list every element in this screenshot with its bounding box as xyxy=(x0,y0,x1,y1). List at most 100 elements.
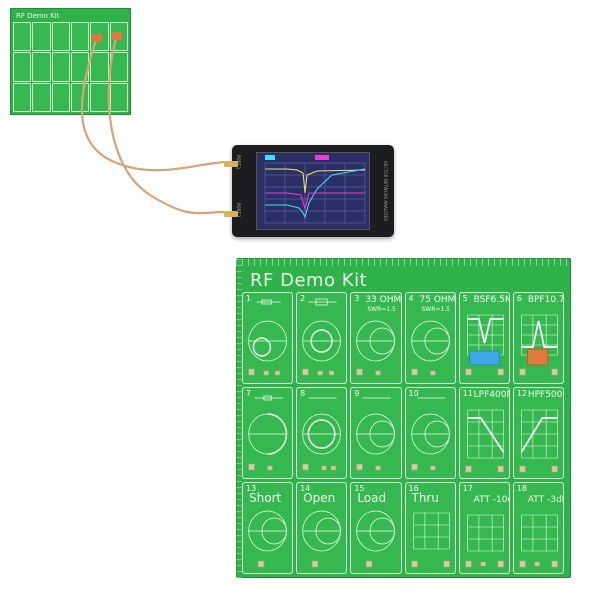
cell-number: 2 xyxy=(300,294,306,303)
cell-number: 17 xyxy=(462,484,473,493)
smith-chart-icon xyxy=(356,510,396,568)
cell-number: 4 xyxy=(408,294,414,303)
smith-chart-icon xyxy=(410,320,450,376)
cell-label: LPF400MHz xyxy=(473,390,509,400)
cell-6: 6 BPF10.7MHz xyxy=(512,292,564,384)
small-board-cell xyxy=(109,52,128,82)
cell-number: 1 xyxy=(246,294,252,303)
cell-7: 7 xyxy=(242,387,294,479)
cell-big-label: Load xyxy=(357,491,387,505)
cell-label: 75 OHM xyxy=(419,295,456,305)
smith-chart-icon xyxy=(248,395,288,471)
cell-number: 13 xyxy=(246,484,257,493)
cell-number: 5 xyxy=(462,294,468,303)
analyzer-screen xyxy=(256,152,370,230)
cell-12: 12 HPF500MHz xyxy=(512,387,564,479)
cell-number: 11 xyxy=(462,389,473,398)
cell-1: 1 xyxy=(242,292,294,384)
cell-14: 14 Open xyxy=(296,482,348,574)
device-side-label: VECTOR NETWORK ANALYZER xyxy=(383,160,388,222)
cell-4: 4 75 OHM SWR=1.5 xyxy=(404,292,456,384)
cell-label: BSF6.5MHz xyxy=(473,295,509,305)
small-board-cell xyxy=(109,82,128,112)
small-board-cell xyxy=(32,82,51,112)
cell-number: 9 xyxy=(354,389,360,398)
cell-number: 18 xyxy=(516,484,528,493)
cell-label: HPF500MHz xyxy=(527,390,563,400)
cell-number: 16 xyxy=(408,484,419,493)
cell-sub-label: SWR=1.5 xyxy=(421,306,450,313)
smith-chart-icon xyxy=(356,397,396,471)
small-board-cell xyxy=(71,82,90,112)
smith-chart-icon xyxy=(248,510,287,568)
smith-chart-icon xyxy=(410,397,450,471)
cell-number: 15 xyxy=(354,484,365,493)
smith-chart-icon xyxy=(356,320,396,376)
cell-label: ATT -3dB xyxy=(527,495,564,505)
sweep-plot-icon xyxy=(264,155,366,224)
cell-2: 2 xyxy=(296,292,348,384)
small-board-cell xyxy=(13,82,32,112)
grid-pattern-icon xyxy=(410,512,450,568)
cell-17: 17 ATT -10dB xyxy=(458,482,510,574)
small-board-cell xyxy=(51,52,70,82)
small-board-cell xyxy=(51,82,70,112)
sma-connector-port1 xyxy=(224,161,238,167)
small-board-cell xyxy=(109,22,128,52)
small-rf-demo-board: RF Demo Kit xyxy=(10,8,131,115)
smith-chart-icon xyxy=(248,299,287,376)
cell-18: 18 ATT -3dB xyxy=(512,482,564,574)
small-board-title: RF Demo Kit xyxy=(16,12,60,20)
cell-15: 15 Load xyxy=(350,482,402,574)
small-board-cell xyxy=(90,82,109,112)
cell-number: 3 xyxy=(354,294,360,303)
filter-response-icon xyxy=(465,409,504,473)
filter-response-icon xyxy=(519,409,558,473)
smith-chart-icon xyxy=(302,397,342,471)
sma-connector-port2 xyxy=(224,211,238,217)
cell-label: ATT -10dB xyxy=(473,495,509,505)
smith-chart-icon xyxy=(302,510,342,568)
cell-big-label: Open xyxy=(303,491,336,505)
filter-response-icon xyxy=(465,314,504,376)
small-board-cell xyxy=(71,52,90,82)
cell-sub-label: SWR=1.5 xyxy=(367,306,396,313)
cell-number: 10 xyxy=(408,389,419,398)
small-board-cell xyxy=(32,22,51,52)
cell-label: BPF10.7MHz xyxy=(527,295,564,305)
cell-3: 3 33 OHM SWR=1.5 xyxy=(350,292,402,384)
board-title: RF Demo Kit xyxy=(250,270,368,291)
cell-number: 8 xyxy=(300,389,306,398)
ruler-top xyxy=(236,258,571,266)
cell-16: 16 Thru xyxy=(404,482,456,574)
board-grid: 1 2 xyxy=(242,292,564,574)
cell-big-label: Short xyxy=(249,491,282,505)
cell-number: 6 xyxy=(516,294,522,303)
rf-demo-kit-board: RF Demo Kit 1 2 xyxy=(236,258,571,578)
cell-number: 7 xyxy=(246,389,252,398)
grid-pattern-icon xyxy=(519,514,558,568)
port2-label: PORT 2 xyxy=(236,203,241,218)
cell-number: 14 xyxy=(300,484,311,493)
small-board-grid xyxy=(13,22,128,112)
grid-pattern-icon xyxy=(465,514,504,568)
port1-label: PORT 1 xyxy=(236,155,241,170)
ruler-left xyxy=(236,258,242,578)
cell-5: 5 BSF6.5MHz xyxy=(458,292,510,384)
small-board-cell xyxy=(90,52,109,82)
cell-big-label: Thru xyxy=(411,491,439,505)
cell-9: 9 xyxy=(350,387,402,479)
small-board-cell xyxy=(71,22,90,52)
small-board-cell xyxy=(32,52,51,82)
cell-label: 33 OHM xyxy=(365,295,402,305)
small-board-cell xyxy=(90,22,109,52)
cell-number: 12 xyxy=(516,389,528,398)
filter-response-icon xyxy=(519,314,558,376)
cell-8: 8 xyxy=(296,387,348,479)
vector-network-analyzer: PORT 1 PORT 2 VECTOR NETWORK ANALYZER xyxy=(224,145,394,237)
cell-13: 13 Short xyxy=(242,482,294,574)
smith-chart-icon xyxy=(302,298,342,376)
small-board-cell xyxy=(51,22,70,52)
small-board-cell xyxy=(13,52,32,82)
